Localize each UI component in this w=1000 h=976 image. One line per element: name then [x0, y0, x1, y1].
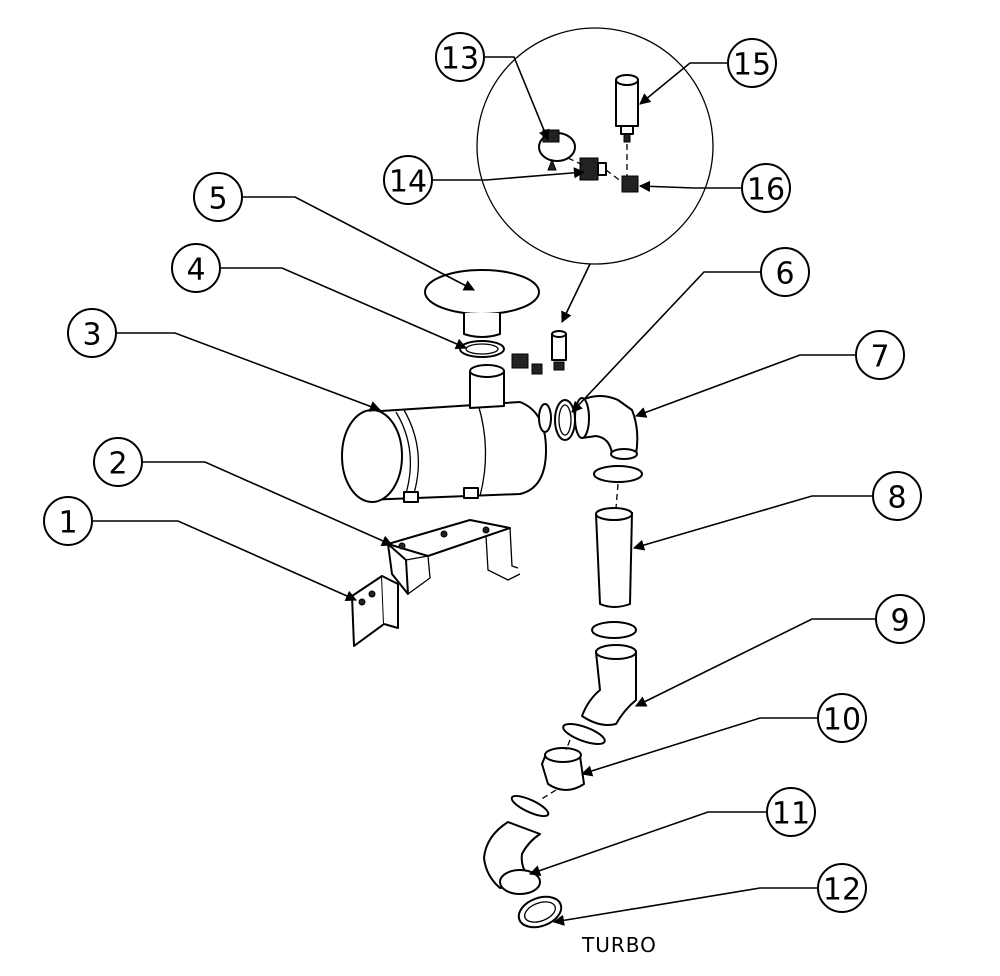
service-indicator-mount	[511, 330, 567, 375]
callout-15-label: 15	[733, 48, 771, 83]
callout-8: 8	[872, 471, 922, 521]
callout-10-label: 10	[823, 703, 861, 738]
part-1-small-bracket	[351, 575, 399, 647]
part-10-reducer	[541, 747, 585, 791]
elbow-clamp	[593, 465, 643, 483]
part-4-clamp	[459, 340, 505, 358]
part-7-elbow	[574, 395, 639, 460]
part-13-clamp	[538, 129, 576, 171]
detail-view	[476, 27, 714, 324]
callout-6: 6	[760, 247, 810, 297]
callout-14-label: 14	[389, 165, 427, 200]
callout-11: 11	[766, 787, 816, 837]
callout-16: 16	[741, 163, 791, 213]
part-5-rain-cap	[424, 269, 540, 338]
callout-1-label: 1	[58, 506, 77, 541]
callout-12: 12	[817, 863, 867, 913]
callout-13: 13	[435, 32, 485, 82]
part-11-elbow	[483, 821, 541, 895]
callout-3-label: 3	[82, 318, 101, 353]
callout-9-label: 9	[890, 604, 909, 639]
callout-15: 15	[727, 38, 777, 88]
part-15-indicator	[615, 74, 639, 143]
callout-5-label: 5	[208, 182, 227, 217]
part-11-upper-clamp	[510, 794, 550, 818]
part-3-air-cleaner-body	[341, 364, 552, 503]
callout-4-label: 4	[186, 253, 205, 288]
callout-7: 7	[855, 330, 905, 380]
callout-2: 2	[93, 437, 143, 487]
detail-circle	[476, 27, 714, 265]
callout-12-label: 12	[823, 873, 861, 908]
part-10-upper-clamp	[562, 723, 606, 745]
leader-lines	[93, 56, 876, 926]
part-14-fitting	[579, 157, 607, 181]
callout-4: 4	[171, 243, 221, 293]
callout-5: 5	[193, 172, 243, 222]
part-8-tube	[595, 507, 633, 608]
turbo-label: TURBO	[581, 933, 657, 957]
callout-9: 9	[875, 594, 925, 644]
part-12-clamp	[517, 895, 563, 929]
callout-1: 1	[43, 496, 93, 546]
callout-16-label: 16	[747, 173, 785, 208]
callout-6-label: 6	[775, 257, 794, 292]
part-6-hose-clamp	[554, 399, 576, 441]
callout-8-label: 8	[887, 481, 906, 516]
part-9-elbow	[581, 644, 637, 726]
callout-7-label: 7	[870, 340, 889, 375]
part-9-upper-clamp	[591, 621, 637, 639]
part-16-adapter	[621, 175, 639, 193]
callout-10: 10	[817, 693, 867, 743]
callout-13-label: 13	[441, 42, 479, 77]
callout-3: 3	[67, 308, 117, 358]
callout-14: 14	[383, 155, 433, 205]
callout-11-label: 11	[772, 797, 810, 832]
part-2-mounting-bracket	[387, 519, 521, 595]
callout-2-label: 2	[108, 447, 127, 482]
